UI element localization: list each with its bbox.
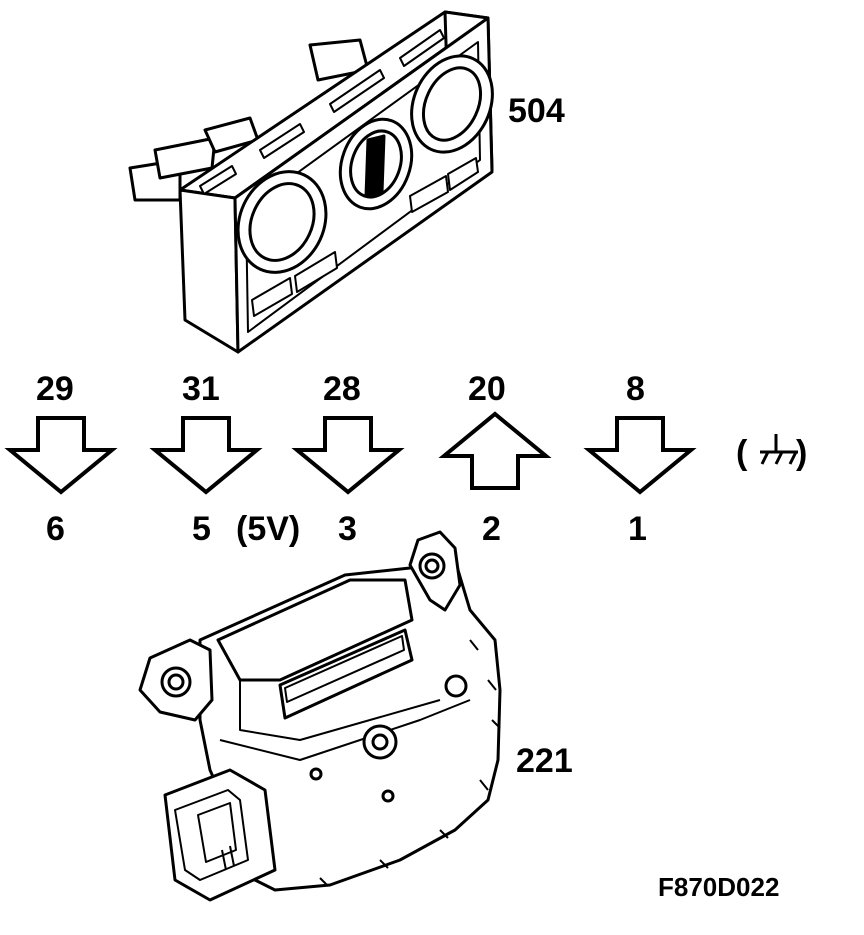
pin-bottom-label: 6	[46, 510, 65, 548]
pin-top-label: 28	[323, 370, 361, 408]
up-arrow-icon	[438, 411, 552, 490]
pin-bottom-label: 1	[628, 510, 647, 548]
svg-text:(: (	[736, 434, 748, 472]
down-arrow-icon	[291, 416, 405, 495]
down-arrow-icon	[149, 416, 263, 495]
pin-top-label: 8	[626, 370, 645, 408]
figure-code: F870D022	[658, 872, 779, 902]
pin-bottom-label: 3	[338, 510, 357, 548]
actuator-label: 221	[516, 742, 573, 780]
actuator-motor	[138, 530, 502, 902]
climate-control-panel	[128, 10, 494, 354]
down-arrow-icon	[4, 416, 118, 495]
pin-bottom-label: 2	[482, 510, 501, 548]
pin-top-label: 20	[468, 370, 506, 408]
voltage-note: (5V)	[236, 510, 300, 548]
control-panel-label: 504	[508, 92, 565, 130]
pin-top-label: 29	[36, 370, 74, 408]
ground-symbol-icon: ( )	[736, 434, 807, 472]
down-arrow-icon	[583, 416, 697, 495]
svg-text:): )	[796, 434, 807, 472]
pin-bottom-label: 5	[192, 510, 211, 548]
pin-top-label: 31	[182, 370, 220, 408]
